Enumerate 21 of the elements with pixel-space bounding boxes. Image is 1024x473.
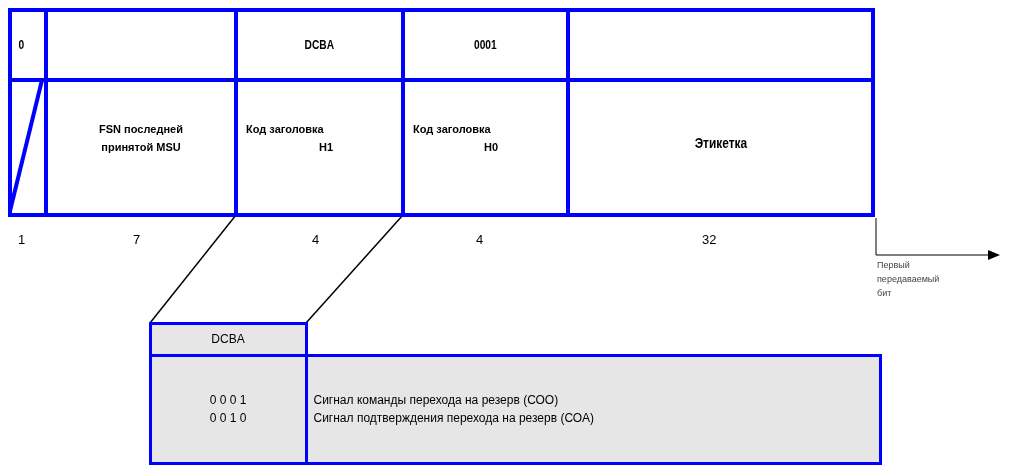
table-text: 0 0 1 0 xyxy=(209,410,247,427)
table-text: DCBA xyxy=(211,331,245,348)
bit-count: 4 xyxy=(476,232,485,248)
bit-count: 7 xyxy=(133,232,142,248)
field-label: H1 xyxy=(318,139,333,155)
table-text: Сигнал подтверждения перехода на резерв (СОА) xyxy=(313,410,594,427)
field-label: Код заголовка xyxy=(413,121,491,137)
field-label: Код заголовка xyxy=(246,121,324,137)
bit-count: 32 xyxy=(702,232,718,248)
note-text: Первый передаваемый бит xyxy=(877,259,941,300)
field-label: FSN последней принятой MSU xyxy=(98,121,184,155)
bit-count: 4 xyxy=(312,232,321,248)
table-text: 0 0 0 1 xyxy=(209,392,247,409)
field-value: DCBA xyxy=(304,38,335,52)
table-text: Сигнал команды перехода на резерв (СОО) xyxy=(313,392,559,409)
field-label: H0 xyxy=(483,139,498,155)
field-label: Этикетка xyxy=(694,134,747,151)
field-value: 0001 xyxy=(474,38,497,52)
table-cell xyxy=(148,321,308,357)
field-value: 0 xyxy=(18,38,25,52)
bit-count: 1 xyxy=(18,232,27,248)
